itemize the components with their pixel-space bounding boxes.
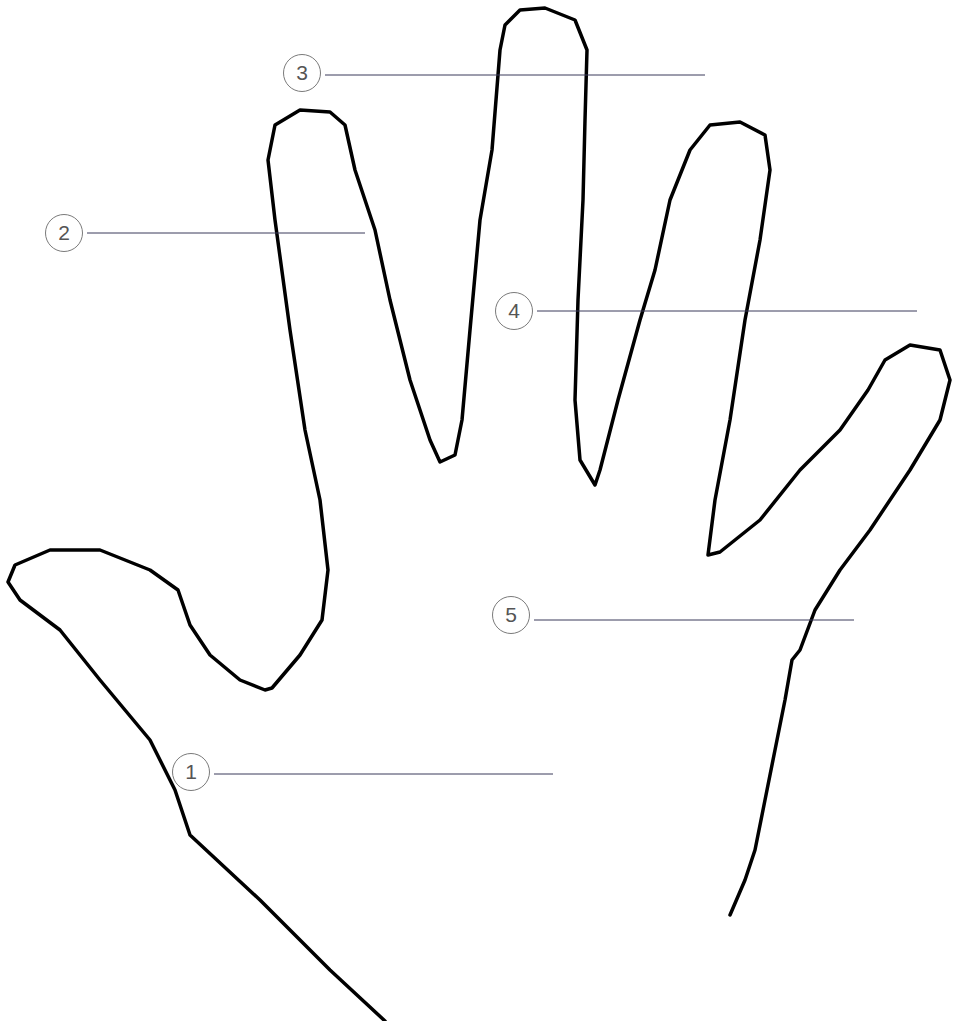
leader-lines [87,75,917,774]
hand-outline [8,8,950,1021]
callout-number: 2 [45,214,83,252]
callout-number: 4 [495,292,533,330]
leader-line [214,774,553,775]
callout-number: 1 [172,753,210,791]
leader-line [534,620,854,621]
leader-line [87,233,365,234]
leader-line [537,311,917,312]
callout-number: 5 [492,596,530,634]
callout-number: 3 [283,54,321,92]
leader-line [325,75,705,76]
